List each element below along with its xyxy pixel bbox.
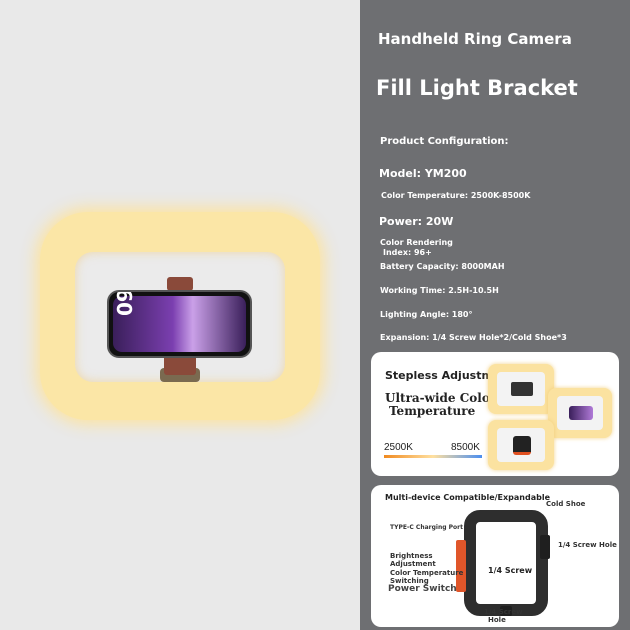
mini-ring-phone [548, 388, 612, 438]
mini-ring-inner [497, 428, 545, 462]
label-cold-shoe: Cold Shoe [546, 500, 586, 508]
temp-low-label: 2500K [384, 442, 413, 453]
label-typec-port: TYPE-C Charging Port [390, 524, 463, 531]
label-screw-hole-right: 1/4 Screw Hole [558, 541, 617, 549]
side-screw-mount [540, 535, 550, 559]
label-screw-bottom-line2: Hole [488, 616, 506, 624]
action-camera-icon [513, 436, 531, 455]
spec-color-rendering-line2: Index: 96+ [383, 248, 432, 257]
spec-power: Power: 20W [379, 215, 454, 228]
mini-ring-inner [497, 372, 545, 406]
spec-lighting-angle: Lighting Angle: 180° [380, 310, 473, 319]
mini-ring-action-camera [488, 420, 554, 470]
phone-time: 09:41 [113, 292, 137, 316]
temp-high-label: 8500K [451, 442, 480, 453]
label-color-temp-line1: Color Temperature [390, 569, 464, 577]
adjustment-subheading-line2: Temperature [389, 404, 476, 418]
phone-clamp-bottom [164, 355, 196, 375]
spec-model: Model: YM200 [379, 167, 467, 180]
label-brightness-line2: Adjustment [390, 560, 436, 568]
phone-image: 09:41 [107, 290, 252, 358]
spec-battery: Battery Capacity: 8000MAH [380, 262, 505, 271]
bottom-screw-mount [500, 606, 512, 616]
adjustment-subheading-line1: Ultra-wide Color [385, 391, 497, 405]
color-temperature-gradient-bar [384, 455, 482, 458]
title-line2: Fill Light Bracket [376, 76, 578, 100]
label-power-switch: Power Switch [388, 584, 457, 594]
dark-ring-light-image [464, 510, 548, 616]
spec-color-temperature: Color Temperature: 2500K-8500K [381, 191, 531, 200]
spec-color-rendering-line1: Color Rendering [380, 238, 453, 247]
phone-icon [569, 406, 593, 420]
config-heading: Product Configuration: [380, 136, 509, 147]
label-screw-center: 1/4 Screw [488, 566, 533, 575]
phone-clamp-top [167, 277, 193, 291]
mini-ring-inner [557, 396, 603, 430]
spec-working-time: Working Time: 2.5H-10.5H [380, 286, 499, 295]
compatible-card [371, 485, 619, 627]
mini-ring-camera [488, 364, 554, 414]
label-brightness-line1: Brightness [390, 552, 433, 560]
title-line1: Handheld Ring Camera [378, 30, 572, 48]
spec-expansion: Expansion: 1/4 Screw Hole*2/Cold Shoe*3 [380, 333, 567, 342]
control-strip [456, 540, 466, 592]
compatible-heading: Multi-device Compatible/Expandable [385, 493, 551, 502]
label-color-temp-line2: Switching [390, 577, 429, 585]
phone-screen [113, 296, 246, 352]
adjustment-heading: Stepless Adjustment [385, 369, 514, 382]
label-screw-bottom-line1: 1/4 Screw [484, 608, 523, 616]
camera-icon [511, 382, 533, 396]
